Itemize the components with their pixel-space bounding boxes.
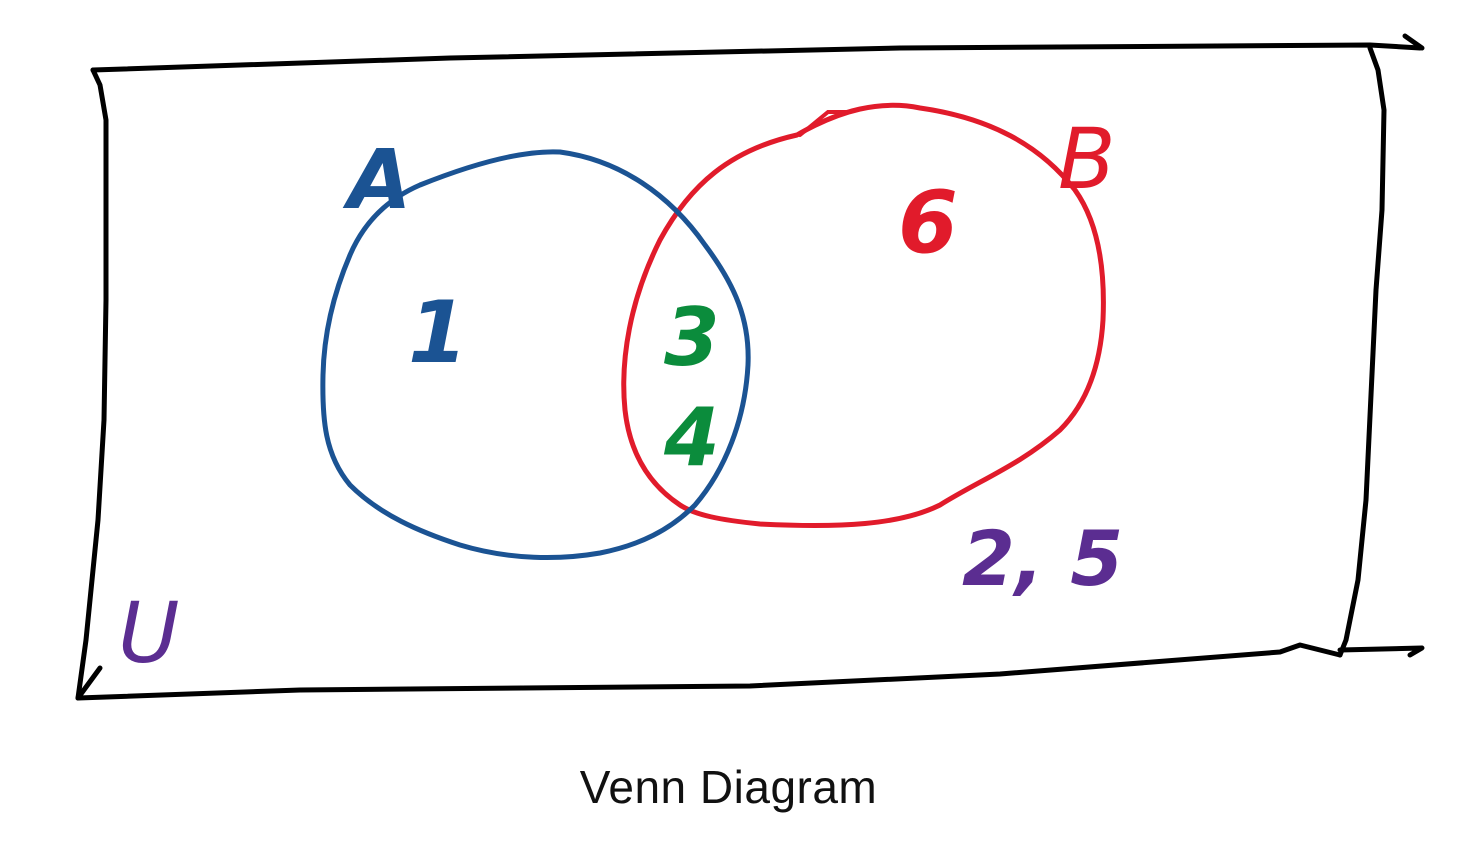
universe-top-edge bbox=[90, 42, 1423, 73]
universe-left-edge bbox=[75, 67, 109, 701]
intersection-element: 4 bbox=[663, 391, 720, 484]
outside-elements: 2, 5 bbox=[962, 514, 1123, 603]
universe-top-edge-tick bbox=[1402, 33, 1425, 51]
diagram-caption: Venn Diagram bbox=[579, 761, 878, 813]
universe-left-edge-tick bbox=[75, 665, 103, 701]
set-b-circle bbox=[621, 102, 1106, 529]
set-b-only-elements: 6 bbox=[898, 173, 958, 273]
set-a-only-elements: 1 bbox=[408, 283, 468, 383]
intersection-element: 3 bbox=[664, 291, 720, 384]
set-a-circle bbox=[320, 149, 751, 561]
universe-right-edge bbox=[1337, 45, 1387, 658]
set-b-label: B bbox=[1058, 110, 1116, 208]
universe-bottom-edge-tail bbox=[1337, 645, 1425, 658]
universe-bottom-edge bbox=[75, 642, 1343, 701]
universe-rectangle bbox=[75, 33, 1425, 701]
set-b-circle-start-tick bbox=[798, 110, 852, 137]
universe-label: U bbox=[118, 584, 179, 682]
set-a-label: A bbox=[342, 133, 411, 228]
